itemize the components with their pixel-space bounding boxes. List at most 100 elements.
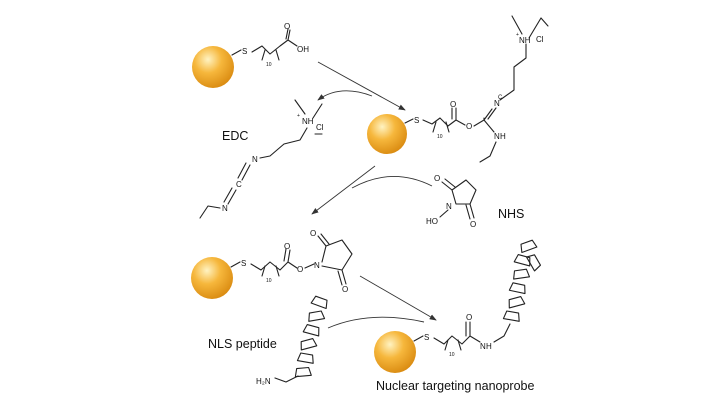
repeat-count-2: 10: [437, 134, 443, 140]
nanoparticle-product: S 10 O N H Nuclear targeting nanoprobe: [374, 238, 543, 393]
edc-plus-charge: +: [297, 113, 300, 119]
sulfur-atom-4: S: [424, 333, 429, 342]
edc-nitrogen-1: N: [252, 155, 258, 164]
nhs-oxygen-bottom: O: [470, 220, 476, 229]
gold-nanoparticle-3: [191, 257, 233, 299]
arrow-step2-main: [311, 165, 376, 215]
ester-o-n: [304, 263, 315, 269]
nhs-nitrogen: N: [446, 202, 452, 211]
arrow-edc-in: [317, 90, 373, 101]
product-peptide-segment: [506, 295, 526, 309]
sulfur-atom-2: S: [414, 116, 419, 125]
gold-nanoparticle-4: [374, 331, 416, 373]
chloride-top: Cl: [536, 35, 544, 44]
carbonyl-oxygen-3: O: [284, 242, 290, 251]
succinimide-oxygen-top: O: [310, 229, 316, 238]
gold-nanoparticle-2: [367, 114, 407, 154]
arrow-step1-main: [317, 61, 406, 111]
plus-charge-top: +: [516, 32, 519, 38]
nls-peptide: H₂N NLS peptide: [208, 294, 330, 386]
ammonium-top: NH: [519, 36, 531, 45]
succinimide-carbonyl-top: [317, 233, 330, 247]
amide-to-peptide: [493, 323, 511, 343]
nls-peptide-label: NLS peptide: [208, 337, 277, 351]
isourea-amine-n: N: [494, 132, 500, 141]
succinimide-oxygen-bottom: O: [342, 285, 348, 294]
sulfur-atom-3: S: [241, 259, 246, 268]
edc-molecule: NH + Cl N C N EDC: [199, 99, 324, 219]
arrow-peptide-in: [327, 316, 425, 329]
nanoparticle-nhs-ester: S 10 O O N O O: [191, 229, 353, 299]
edc-nitrogen-2: N: [222, 204, 228, 213]
repeat-count-3: 10: [266, 278, 272, 284]
nhs-carbonyl-top: [441, 178, 456, 191]
carbonyl-oxygen-2: O: [450, 100, 456, 109]
linker-1: [231, 28, 298, 56]
edc-carbon: C: [236, 180, 242, 189]
product-peptide-segment: [511, 268, 531, 280]
ester-oxygen-3: O: [297, 265, 303, 274]
peptide-n-terminus: [274, 375, 299, 383]
nhs-oxygen-top: O: [434, 174, 440, 183]
linker-4: [413, 321, 481, 345]
nhs-ring: [451, 179, 477, 205]
succinimide-nitrogen: N: [314, 261, 320, 270]
peptide-segment: [302, 323, 322, 337]
amide-hydrogen: H: [486, 342, 492, 351]
repeat-bracket-4: [444, 339, 462, 351]
linker-3: [230, 248, 298, 271]
product-label: Nuclear targeting nanoprobe: [376, 379, 534, 393]
isourea-core: [473, 108, 495, 133]
isourea-imine-n: N: [494, 99, 500, 108]
isourea-double-bond: [487, 107, 497, 120]
arrow-step3-main: [359, 275, 437, 321]
nhs-n-oh: [439, 209, 449, 218]
dimethylammonium-bonds: [511, 15, 549, 39]
nhs-carbonyl-bottom: [465, 203, 475, 220]
nhs-label: NHS: [498, 207, 524, 221]
carbonyl-oxygen-1: O: [284, 22, 290, 31]
isourea-ethyl: [479, 141, 497, 163]
sulfur-atom-1: S: [242, 47, 247, 56]
succinimide-carbonyl-bottom: [337, 269, 347, 286]
edc-propyl-chain: [259, 127, 308, 159]
nanoparticle-isourea: S 10 O O N C N H: [367, 81, 515, 163]
amide-oxygen: O: [466, 313, 472, 322]
edc-carbodiimide-1: [237, 162, 251, 181]
product-peptide-segment: [525, 252, 543, 272]
ester-oxygen-2: O: [466, 122, 472, 131]
arrow-nhs-in: [351, 176, 433, 189]
product-peptide-segment: [502, 310, 522, 322]
reaction-arrows: [311, 61, 437, 329]
isourea-to-chain: [499, 81, 515, 101]
peptide-segment: [298, 337, 318, 351]
edc-dimethylammonium: [294, 99, 323, 119]
repeat-count-1: 10: [266, 62, 272, 68]
repeat-count-4: 10: [449, 352, 455, 358]
isourea-side-chain: NH + Cl: [511, 15, 549, 83]
product-peptide-segment: [518, 238, 538, 254]
propyl-chain-top: [513, 43, 527, 83]
edc-ammonium: NH: [302, 117, 314, 126]
edc-carbodiimide-2: [223, 187, 237, 205]
nanoparticle-carboxyl: S 10 O OH: [192, 22, 309, 88]
isourea-c-label: C: [498, 95, 503, 101]
succinimide-ring: [321, 239, 353, 271]
peptide-segment: [294, 366, 312, 378]
peptide-amino-group: H₂N: [256, 377, 271, 386]
amide-nitrogen: N: [480, 342, 486, 351]
edc-ethyl: [199, 205, 221, 219]
nhs-hydroxyl: HO: [426, 217, 438, 226]
peptide-segment: [310, 294, 330, 310]
repeat-bracket-3: [261, 265, 280, 277]
nhs-molecule: O O N HO NHS: [426, 174, 524, 229]
repeat-bracket-2: [432, 121, 450, 133]
isourea-amine-h: H: [500, 132, 506, 141]
repeat-bracket-1: [261, 49, 280, 61]
edc-label: EDC: [222, 129, 248, 143]
peptide-segment: [306, 310, 326, 322]
hydroxyl-1: OH: [297, 45, 309, 54]
gold-nanoparticle-1: [192, 46, 234, 88]
